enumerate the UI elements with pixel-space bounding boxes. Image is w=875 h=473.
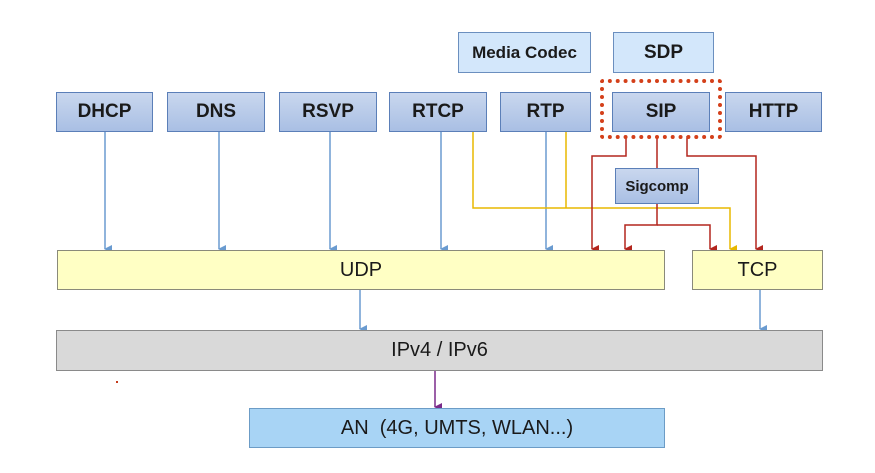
sip-label: SIP	[645, 101, 677, 122]
dns-box: DNS	[167, 92, 265, 132]
sigcomp-label: Sigcomp	[625, 177, 689, 195]
stray-mark	[116, 381, 118, 383]
sigcomp-box: Sigcomp	[615, 168, 699, 204]
rtp-box: RTP	[500, 92, 591, 132]
dhcp-box: DHCP	[56, 92, 153, 132]
arrow-sigcomp-tcp	[657, 224, 717, 253]
arrow-sip-tcp	[686, 136, 763, 253]
udp-box: UDP	[57, 250, 665, 290]
rsvp-label: RSVP	[302, 101, 354, 122]
arrow-sip-udp	[591, 136, 627, 253]
sdp-label: SDP	[643, 41, 684, 63]
rtp-label: RTP	[526, 101, 565, 122]
ip-box: IPv4 / IPv6	[56, 330, 823, 371]
http-box: HTTP	[725, 92, 822, 132]
dns-label: DNS	[195, 101, 237, 122]
arrow-sigcomp-udp	[624, 204, 658, 253]
sip-box: SIP	[612, 92, 710, 132]
sip-highlight-frame	[600, 79, 722, 139]
rsvp-box: RSVP	[279, 92, 377, 132]
an-label: AN (4G, UMTS, WLAN...)	[340, 416, 574, 439]
media-codec-label: Media Codec	[472, 42, 577, 62]
media-codec-box: Media Codec	[458, 32, 591, 73]
rtcp-box: RTCP	[389, 92, 487, 132]
ip-label: IPv4 / IPv6	[391, 339, 488, 361]
dhcp-label: DHCP	[77, 101, 132, 122]
sdp-box: SDP	[613, 32, 714, 73]
tcp-box: TCP	[692, 250, 823, 290]
an-box: AN (4G, UMTS, WLAN...)	[249, 408, 665, 448]
rtcp-label: RTCP	[412, 101, 464, 122]
tcp-label: TCP	[737, 258, 778, 281]
http-label: HTTP	[748, 101, 799, 122]
udp-label: UDP	[339, 258, 383, 281]
arrow-rtcp-rtp-tcp	[472, 132, 737, 253]
